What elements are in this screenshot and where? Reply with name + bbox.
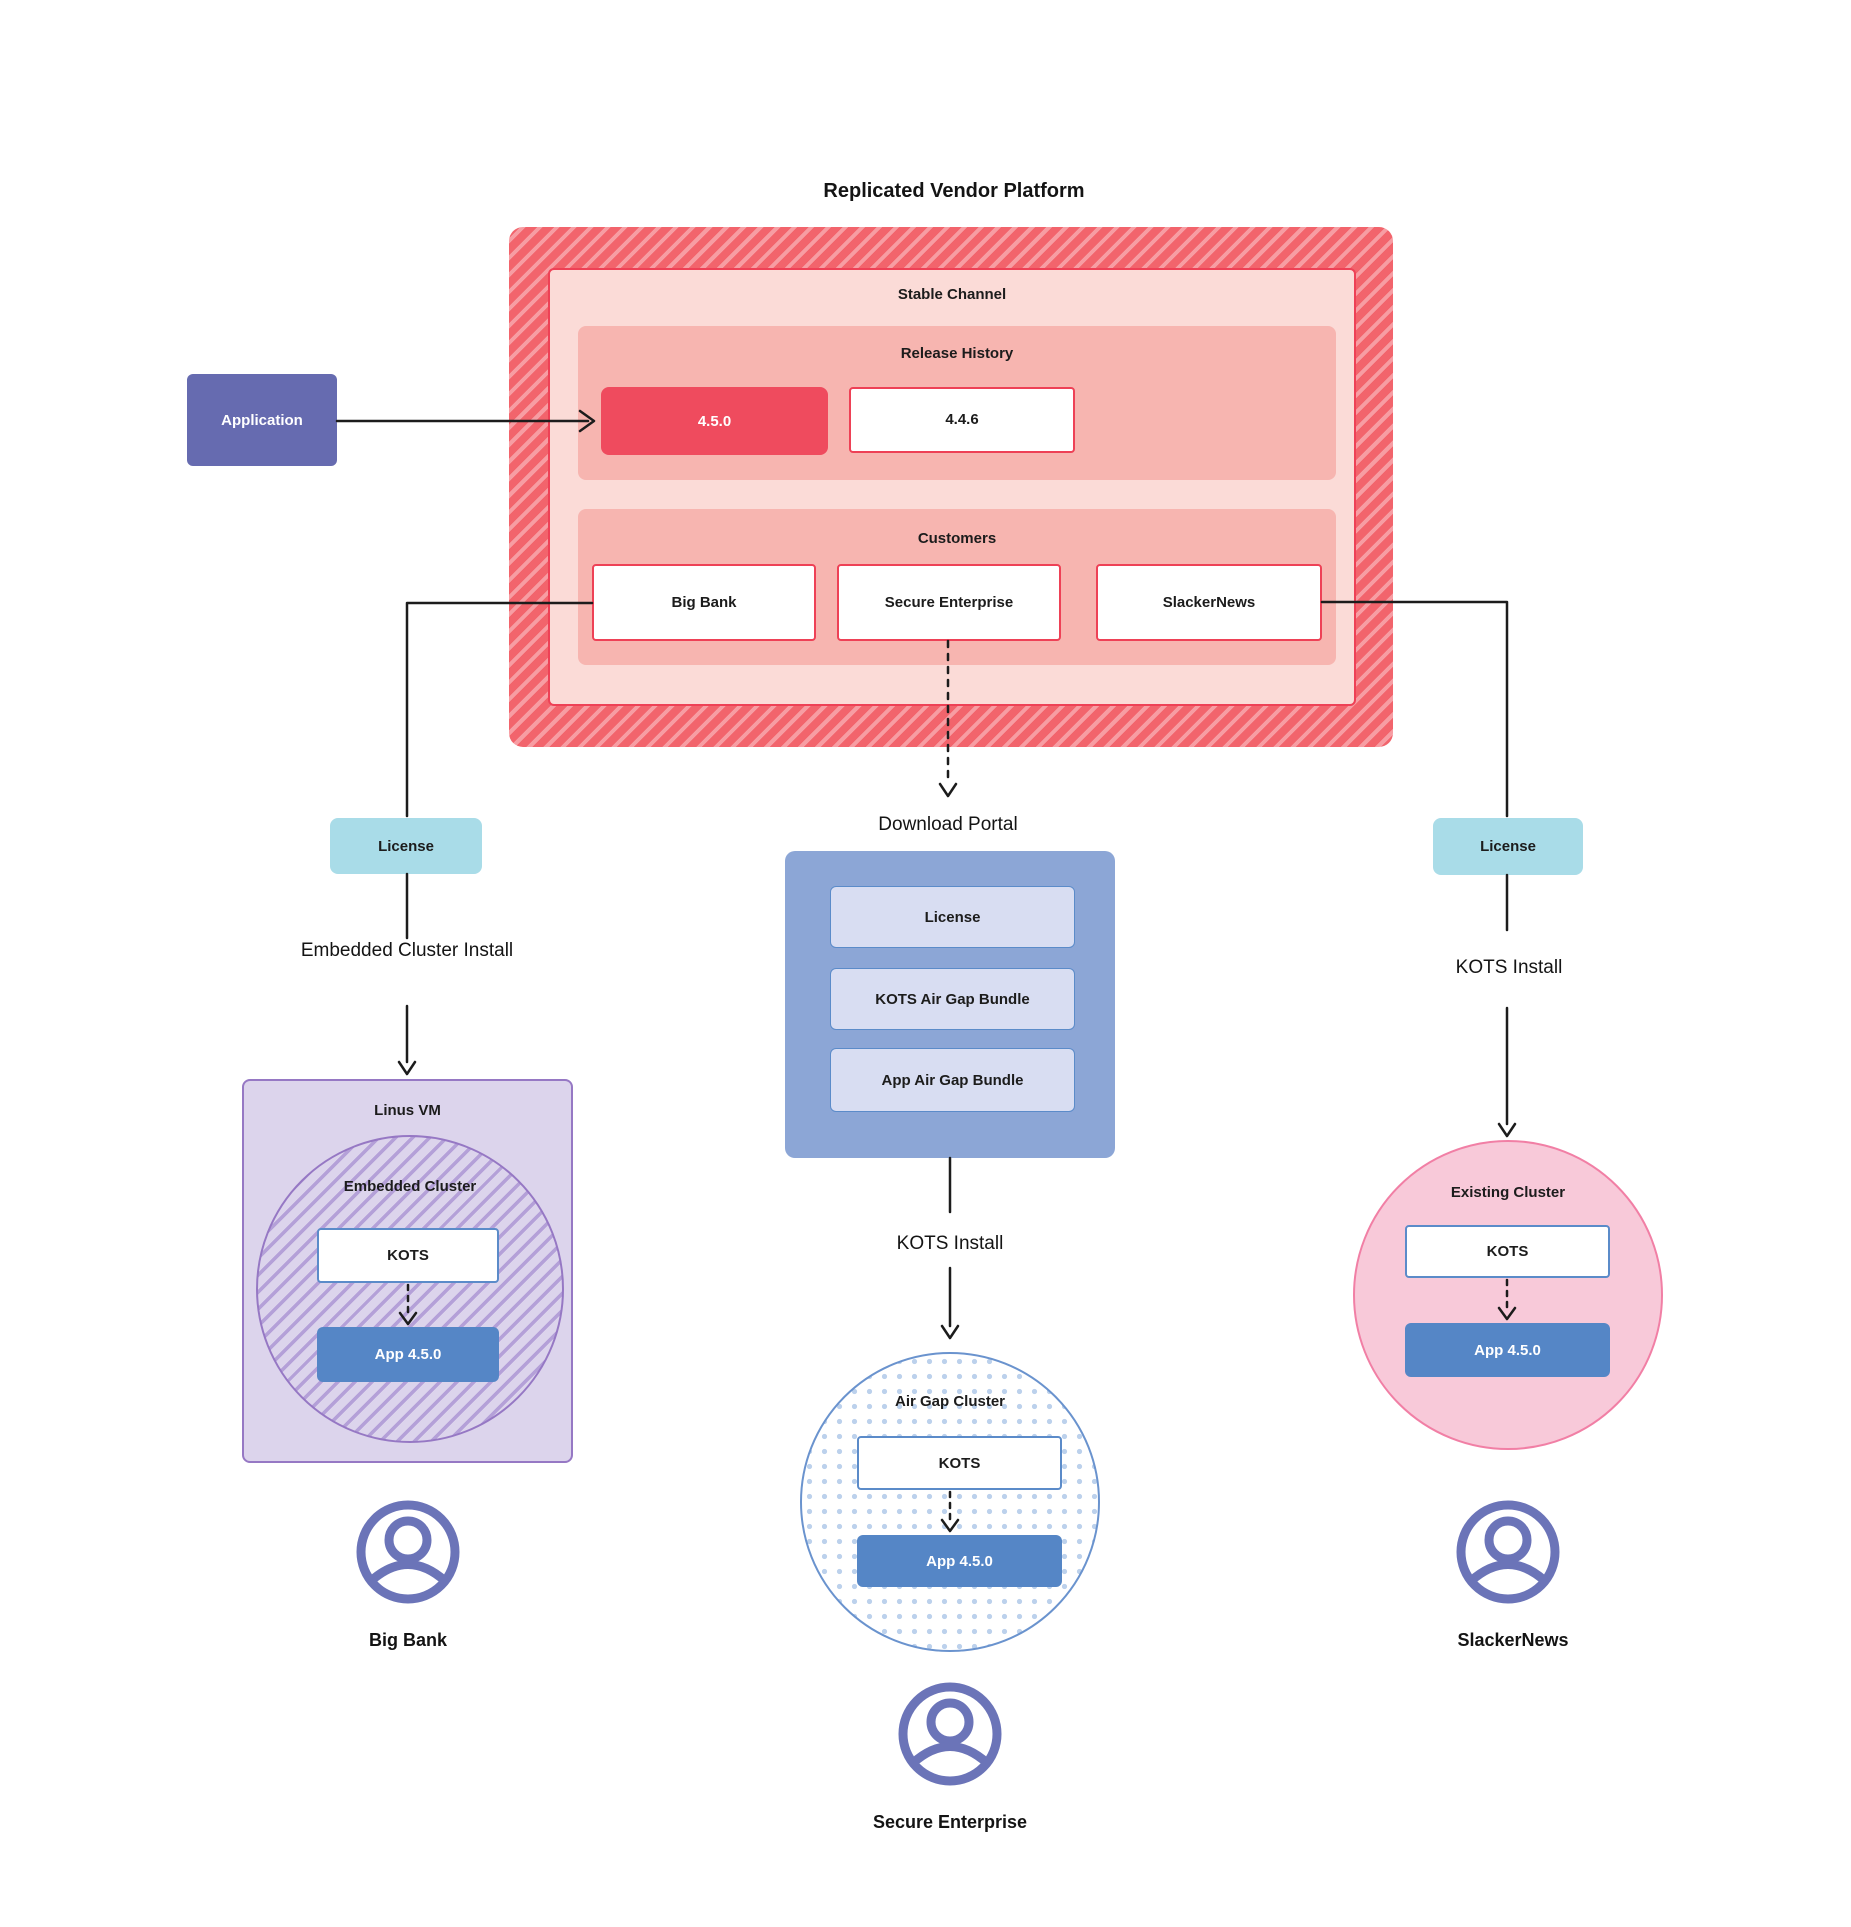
person-label-secure-enterprise: Secure Enterprise: [872, 1812, 1028, 1832]
release-history-label: Release History: [900, 345, 1014, 362]
existing-cluster-label: Existing Cluster: [1450, 1184, 1566, 1201]
stable-channel-label: Stable Channel: [897, 286, 1007, 303]
person-icon: [356, 1500, 460, 1604]
customer-big-bank: Big Bank: [592, 564, 816, 641]
license-box-right: License: [1433, 818, 1583, 875]
portal-item-app-air-gap-bundle: App Air Gap Bundle: [830, 1048, 1075, 1112]
kots-box-middle: KOTS: [857, 1436, 1062, 1490]
kots-box-right: KOTS: [1405, 1225, 1610, 1278]
release-4-5-0: 4.5.0: [601, 387, 828, 455]
portal-item-kots-air-gap-bundle: KOTS Air Gap Bundle: [830, 968, 1075, 1030]
app-box-right: App 4.5.0: [1405, 1323, 1610, 1377]
customer-slackernews: SlackerNews: [1096, 564, 1322, 641]
embedded-cluster-install-label: Embedded Cluster Install: [300, 940, 514, 961]
person-icon: [898, 1682, 1002, 1786]
linus-vm-label: Linus VM: [374, 1102, 441, 1119]
embedded-cluster-circle: [256, 1135, 564, 1443]
arrowhead-down-icon: [397, 1060, 417, 1076]
arrowhead-down-icon: [1497, 1122, 1517, 1138]
app-box-left: App 4.5.0: [317, 1327, 499, 1382]
portal-item-license: License: [830, 886, 1075, 948]
air-gap-cluster-circle: [800, 1352, 1100, 1652]
download-portal-label: Download Portal: [878, 814, 1018, 835]
license-box-left: License: [330, 818, 482, 874]
kots-box-left: KOTS: [317, 1228, 499, 1283]
embedded-cluster-label: Embedded Cluster: [343, 1178, 477, 1195]
kots-install-label-right: KOTS Install: [1455, 957, 1563, 978]
arrowhead-down-icon: [938, 782, 958, 798]
kots-install-label-middle: KOTS Install: [896, 1233, 1004, 1254]
customer-secure-enterprise: Secure Enterprise: [837, 564, 1061, 641]
page-title: Replicated Vendor Platform: [823, 180, 1085, 202]
arrowhead-down-icon: [940, 1324, 960, 1340]
person-icon: [1456, 1500, 1560, 1604]
release-4-4-6: 4.4.6: [849, 387, 1075, 453]
application-box: Application: [187, 374, 337, 466]
person-label-big-bank: Big Bank: [368, 1630, 447, 1650]
person-label-slackernews: SlackerNews: [1457, 1630, 1569, 1650]
air-gap-cluster-label: Air Gap Cluster: [894, 1393, 1006, 1410]
customers-label: Customers: [917, 530, 997, 547]
app-box-middle: App 4.5.0: [857, 1535, 1062, 1587]
